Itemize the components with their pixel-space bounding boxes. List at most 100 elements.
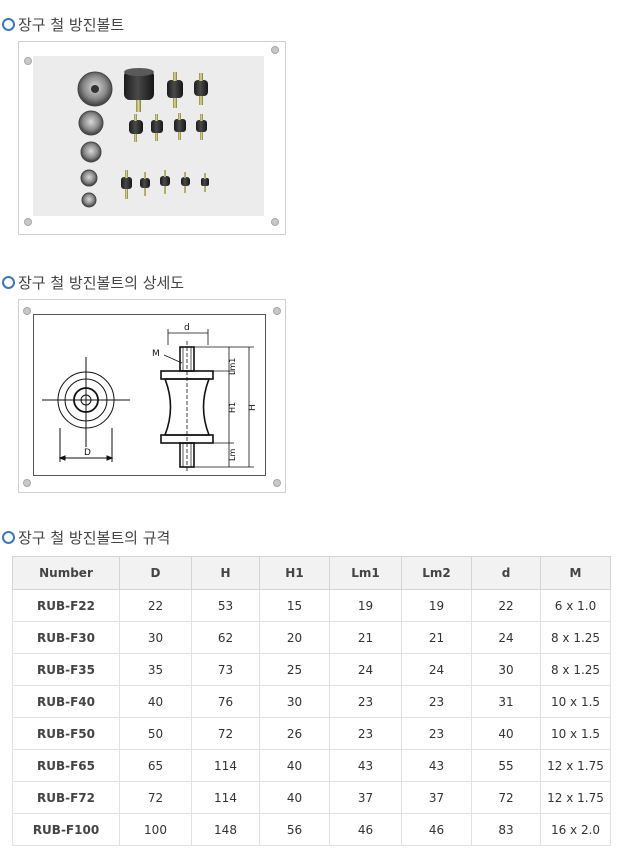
cell-M: 10 x 1.5 bbox=[540, 685, 611, 718]
screw-icon bbox=[273, 479, 281, 487]
cell-D: 72 bbox=[119, 781, 192, 814]
technical-drawing: D bbox=[33, 314, 266, 476]
cell-M: 8 x 1.25 bbox=[540, 621, 611, 654]
table-header-row: Number D H H1 Lm1 Lm2 d M bbox=[12, 556, 611, 590]
cell-number: RUB-F35 bbox=[12, 653, 120, 686]
product-photo bbox=[33, 56, 264, 216]
circle-bullet-icon bbox=[2, 275, 15, 289]
cell-Lm2: 37 bbox=[401, 781, 472, 814]
screw-icon bbox=[273, 307, 281, 315]
cell-H: 73 bbox=[191, 653, 260, 686]
cell-H: 72 bbox=[191, 717, 260, 750]
top-view bbox=[42, 357, 130, 462]
cell-Lm1: 23 bbox=[329, 717, 402, 750]
cell-d: 30 bbox=[471, 653, 541, 686]
header-Lm1: Lm1 bbox=[329, 556, 402, 590]
label-Lm1: Lm1 bbox=[228, 358, 237, 375]
cell-d: 55 bbox=[471, 749, 541, 782]
section-title-text: 장구 철 방진볼트의 규격 bbox=[18, 528, 171, 547]
cell-number: RUB-F100 bbox=[12, 813, 120, 846]
cell-number: RUB-F40 bbox=[12, 685, 120, 718]
circle-bullet-icon bbox=[2, 17, 15, 31]
header-d: d bbox=[471, 556, 541, 590]
header-Lm2: Lm2 bbox=[401, 556, 472, 590]
cell-number: RUB-F65 bbox=[12, 749, 120, 782]
cell-D: 65 bbox=[119, 749, 192, 782]
cell-H1: 26 bbox=[259, 717, 330, 750]
header-H: H bbox=[191, 556, 260, 590]
cell-number: RUB-F22 bbox=[12, 589, 120, 622]
cell-H1: 40 bbox=[259, 781, 330, 814]
cell-Lm1: 43 bbox=[329, 749, 402, 782]
cell-d: 22 bbox=[471, 589, 541, 622]
cell-D: 50 bbox=[119, 717, 192, 750]
cell-number: RUB-F50 bbox=[12, 717, 120, 750]
label-d: d bbox=[184, 323, 190, 333]
cell-M: 10 x 1.5 bbox=[540, 717, 611, 750]
cell-Lm2: 24 bbox=[401, 653, 472, 686]
cell-H1: 30 bbox=[259, 685, 330, 718]
cell-D: 22 bbox=[119, 589, 192, 622]
screw-icon bbox=[271, 218, 279, 226]
cell-H: 76 bbox=[191, 685, 260, 718]
product-photo-frame bbox=[18, 41, 286, 235]
cell-M: 8 x 1.25 bbox=[540, 653, 611, 686]
cell-Lm2: 23 bbox=[401, 717, 472, 750]
cell-number: RUB-F30 bbox=[12, 621, 120, 654]
screw-icon bbox=[24, 218, 32, 226]
cell-Lm1: 23 bbox=[329, 685, 402, 718]
cell-M: 12 x 1.75 bbox=[540, 781, 611, 814]
cell-Lm1: 21 bbox=[329, 621, 402, 654]
cell-Lm2: 19 bbox=[401, 589, 472, 622]
cell-Lm1: 19 bbox=[329, 589, 402, 622]
header-M: M bbox=[540, 556, 611, 590]
cell-d: 24 bbox=[471, 621, 541, 654]
cell-d: 40 bbox=[471, 717, 541, 750]
header-number: Number bbox=[12, 556, 120, 590]
mount-detail-drawing: D bbox=[42, 323, 258, 471]
label-H: H bbox=[248, 404, 258, 411]
section-title-text: 장구 철 방진볼트 bbox=[18, 15, 125, 34]
section-title-spec: 장구 철 방진볼트의 규격 bbox=[2, 527, 170, 547]
cell-D: 30 bbox=[119, 621, 192, 654]
cell-Lm2: 46 bbox=[401, 813, 472, 846]
cell-H: 114 bbox=[191, 749, 260, 782]
cell-H1: 25 bbox=[259, 653, 330, 686]
screw-icon bbox=[23, 307, 31, 315]
cell-Lm2: 21 bbox=[401, 621, 472, 654]
cell-Lm2: 23 bbox=[401, 685, 472, 718]
cell-M: 6 x 1.0 bbox=[540, 589, 611, 622]
cell-M: 16 x 2.0 bbox=[540, 813, 611, 846]
cell-Lm1: 24 bbox=[329, 653, 402, 686]
cell-H: 62 bbox=[191, 621, 260, 654]
label-Lm: Lm bbox=[228, 449, 237, 461]
screw-icon bbox=[24, 57, 32, 65]
cell-H1: 56 bbox=[259, 813, 330, 846]
header-H1: H1 bbox=[259, 556, 330, 590]
cell-H1: 15 bbox=[259, 589, 330, 622]
section-title-drawing: 장구 철 방진볼트의 상세도 bbox=[2, 272, 184, 292]
drawing-frame: D bbox=[18, 299, 286, 493]
label-M: M bbox=[152, 349, 160, 359]
cell-Lm1: 46 bbox=[329, 813, 402, 846]
section-title-photo: 장구 철 방진볼트 bbox=[2, 14, 124, 34]
side-view-dimensions bbox=[163, 329, 254, 471]
cell-Lm1: 37 bbox=[329, 781, 402, 814]
cell-d: 31 bbox=[471, 685, 541, 718]
cell-H: 114 bbox=[191, 781, 260, 814]
cell-H1: 40 bbox=[259, 749, 330, 782]
label-H1: H1 bbox=[228, 402, 237, 413]
cell-H1: 20 bbox=[259, 621, 330, 654]
rubber-mounts-photo bbox=[77, 68, 209, 208]
screw-icon bbox=[23, 479, 31, 487]
cell-D: 35 bbox=[119, 653, 192, 686]
circle-bullet-icon bbox=[2, 530, 15, 544]
